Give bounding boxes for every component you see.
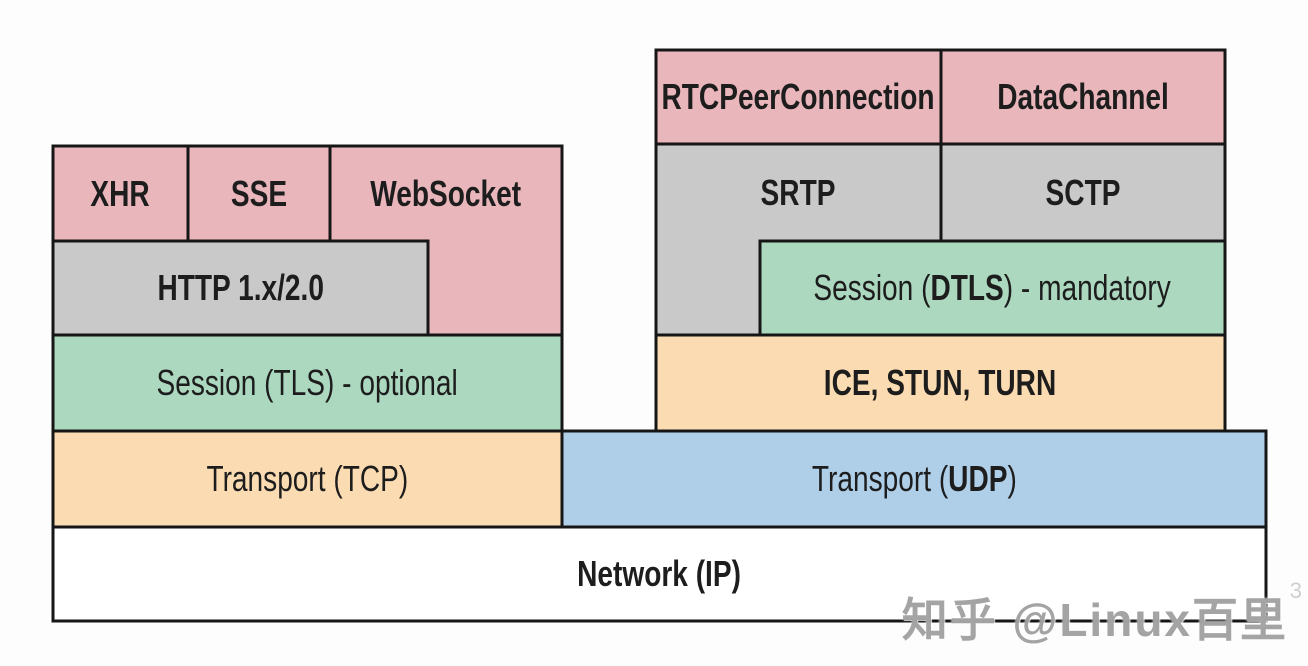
box-udp bbox=[560, 429, 1268, 529]
box-sse bbox=[186, 144, 332, 243]
box-datachannel bbox=[939, 48, 1227, 146]
box-dtls bbox=[758, 239, 1227, 337]
box-xhr bbox=[51, 144, 190, 243]
box-tcp bbox=[51, 429, 564, 529]
box-sctp bbox=[939, 142, 1227, 243]
box-rtcpeerconnection bbox=[654, 48, 943, 146]
watermark-zhihu-linux-baili: 知乎 @Linux百里 bbox=[901, 594, 1288, 646]
box-http bbox=[51, 239, 430, 337]
watermark-artifact: 3 bbox=[1289, 578, 1302, 603]
box-network-ip bbox=[51, 525, 1268, 623]
box-tls bbox=[51, 333, 564, 433]
box-ice-stun-turn bbox=[654, 333, 1227, 433]
